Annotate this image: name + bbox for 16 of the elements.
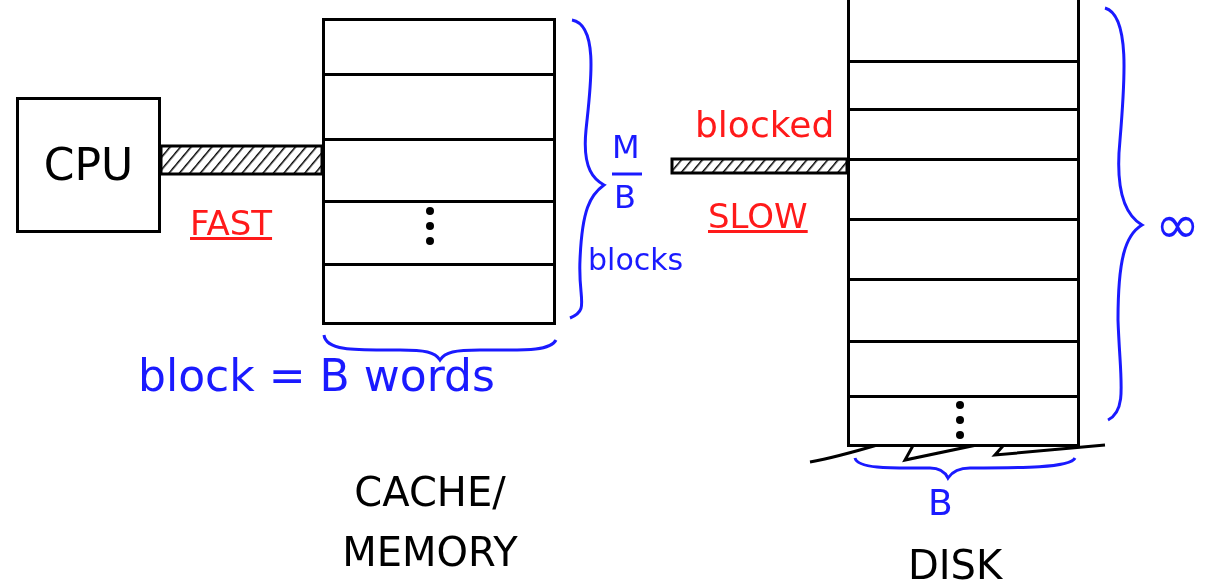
annotation-text: B <box>614 180 636 216</box>
hatched-bus <box>670 157 849 175</box>
annotation-text: ∞ <box>1155 195 1200 255</box>
annotation-text: blocks <box>588 243 684 276</box>
cache-memory-box <box>322 18 556 325</box>
cpu-box <box>16 97 161 233</box>
annotation-text: B <box>928 483 953 523</box>
hatched-bus <box>159 144 324 176</box>
node-caption: DISK <box>906 541 1004 588</box>
annotation-text: block = B words <box>138 352 495 401</box>
annotation-text: blocked <box>695 105 835 145</box>
edge-label: SLOW <box>708 198 808 236</box>
node-label: CPU <box>42 140 135 190</box>
edge-label: FAST <box>190 205 273 243</box>
node-caption: CACHE/ MEMORY <box>341 468 519 577</box>
annotation-text: M <box>612 130 640 166</box>
